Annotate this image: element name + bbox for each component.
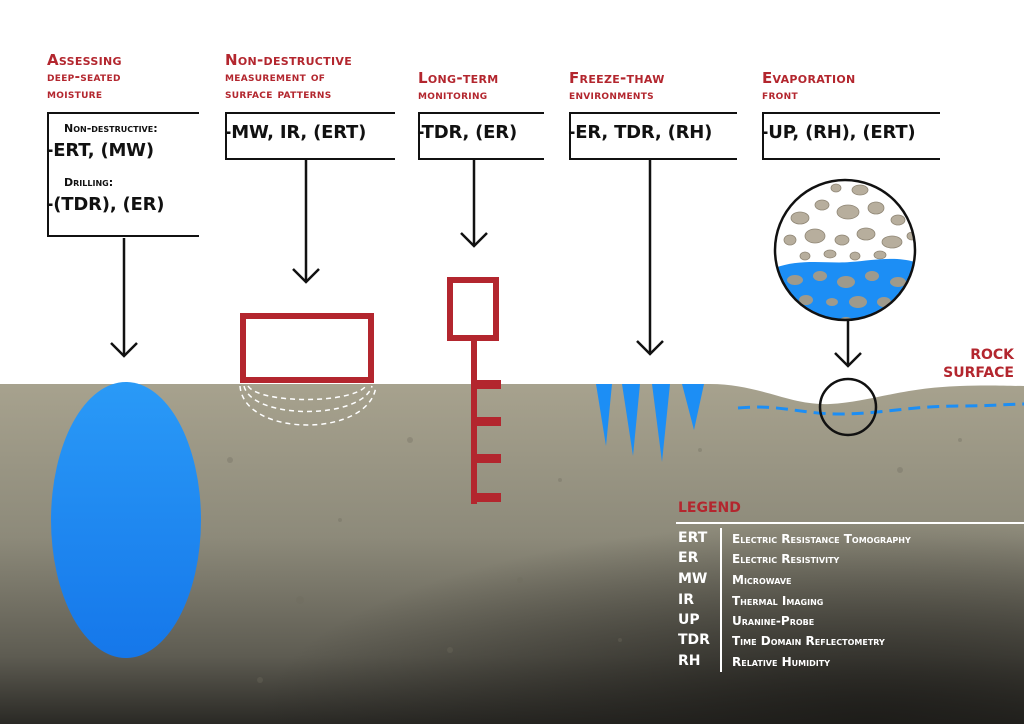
column-5-methods-box — [762, 112, 940, 160]
column-5-title: Evaporation front — [762, 70, 856, 104]
column-4-title: Freeze-thaw environments — [569, 70, 665, 104]
column-3-methods-text: TDR, (ER) — [421, 122, 518, 143]
column-1-methods-nondestructive-text: ERT, (MW) — [53, 140, 154, 161]
legend-full-ert: Electric Resistance Tomography — [732, 532, 911, 546]
rock-surface-label: ROCK SURFACE — [910, 346, 1014, 382]
surface-sensor — [240, 313, 374, 383]
column-1-title: Assessing deep-seated moisture — [47, 52, 122, 103]
column-3-title-line2: monitoring — [418, 88, 488, 103]
column-2-title-line3: surface patterns — [225, 87, 332, 102]
legend-column-divider — [720, 528, 722, 672]
column-2-methods-box — [225, 112, 395, 160]
arrow-head-3 — [460, 232, 488, 248]
column-2-methods: -MW, IR, (ERT) — [224, 122, 367, 143]
legend-abbr-er: ER — [678, 550, 699, 566]
column-4-methods-box — [569, 112, 737, 160]
column-2-title-line1: Non-destructive — [225, 51, 353, 69]
column-1-methods-drilling-text: (TDR), (ER) — [53, 194, 165, 215]
column-1-subheading-drilling: Drilling: — [64, 176, 114, 189]
rock-surface-line2: SURFACE — [943, 365, 1014, 381]
evaporation-focus-circle — [818, 377, 878, 437]
column-1-subheading-nondestructive: Non-destructive: — [64, 122, 158, 135]
column-3-methods: -TDR, (ER) — [417, 122, 517, 143]
column-1-methods-box — [47, 112, 199, 237]
column-1-methods-drilling: -(TDR), (ER) — [46, 194, 165, 215]
legend-abbr-up: UP — [678, 612, 700, 628]
legend-abbr-mw: MW — [678, 571, 708, 587]
legend-abbr-ir: IR — [678, 592, 694, 608]
legend-full-mw: Microwave — [732, 573, 792, 587]
column-4-methods: -ER, TDR, (RH) — [568, 122, 713, 143]
arrow-head-5 — [834, 352, 862, 368]
column-4-title-line2: environments — [569, 88, 654, 103]
column-1-title-line1: Assessing — [47, 51, 122, 69]
column-1-methods-nondestructive: -ERT, (MW) — [46, 140, 154, 161]
column-1-title-line2: deep-seated — [47, 70, 121, 85]
arrow-head-2 — [292, 268, 320, 284]
column-3-title-line1: Long-term — [418, 69, 499, 87]
column-5-methods-text: UP, (RH), (ERT) — [768, 122, 916, 143]
legend-full-tdr: Time Domain Reflectometry — [732, 634, 885, 648]
column-5-title-line2: front — [762, 88, 798, 103]
legend-title: LEGEND — [678, 500, 741, 516]
legend-divider — [676, 522, 1024, 524]
column-3-methods-box — [418, 112, 544, 160]
evaporation-magnifier — [773, 178, 917, 322]
rock-texture — [227, 437, 962, 683]
legend-full-er: Electric Resistivity — [732, 552, 840, 566]
rock-surface-line1: ROCK — [970, 347, 1014, 363]
monitoring-probe — [447, 277, 501, 504]
column-2-title-line2: measurement of — [225, 70, 326, 85]
column-3-title: Long-term monitoring — [418, 70, 499, 104]
legend-full-rh: Relative Humidity — [732, 655, 830, 669]
arrow-head-1 — [110, 342, 138, 358]
legend-abbr-tdr: TDR — [678, 632, 710, 648]
column-2-title: Non-destructive measurement of surface p… — [225, 52, 352, 103]
measurement-field-lines — [239, 385, 377, 426]
freeze-thaw-cracks — [596, 384, 704, 462]
legend-abbr-ert: ERT — [678, 530, 708, 546]
legend-full-ir: Thermal Imaging — [732, 594, 824, 608]
column-2-methods-text: MW, IR, (ERT) — [231, 122, 367, 143]
legend-full-up: Uranine-Probe — [732, 614, 815, 628]
column-1-title-line3: moisture — [47, 87, 103, 102]
arrow-head-4 — [636, 340, 664, 356]
column-5-methods: -UP, (RH), (ERT) — [761, 122, 916, 143]
column-4-methods-text: ER, TDR, (RH) — [575, 122, 713, 143]
deep-moisture-zone — [51, 382, 201, 658]
legend-abbr-rh: RH — [678, 653, 701, 669]
column-4-title-line1: Freeze-thaw — [569, 69, 665, 87]
evaporation-front-line — [737, 402, 1024, 416]
column-5-title-line1: Evaporation — [762, 69, 856, 87]
